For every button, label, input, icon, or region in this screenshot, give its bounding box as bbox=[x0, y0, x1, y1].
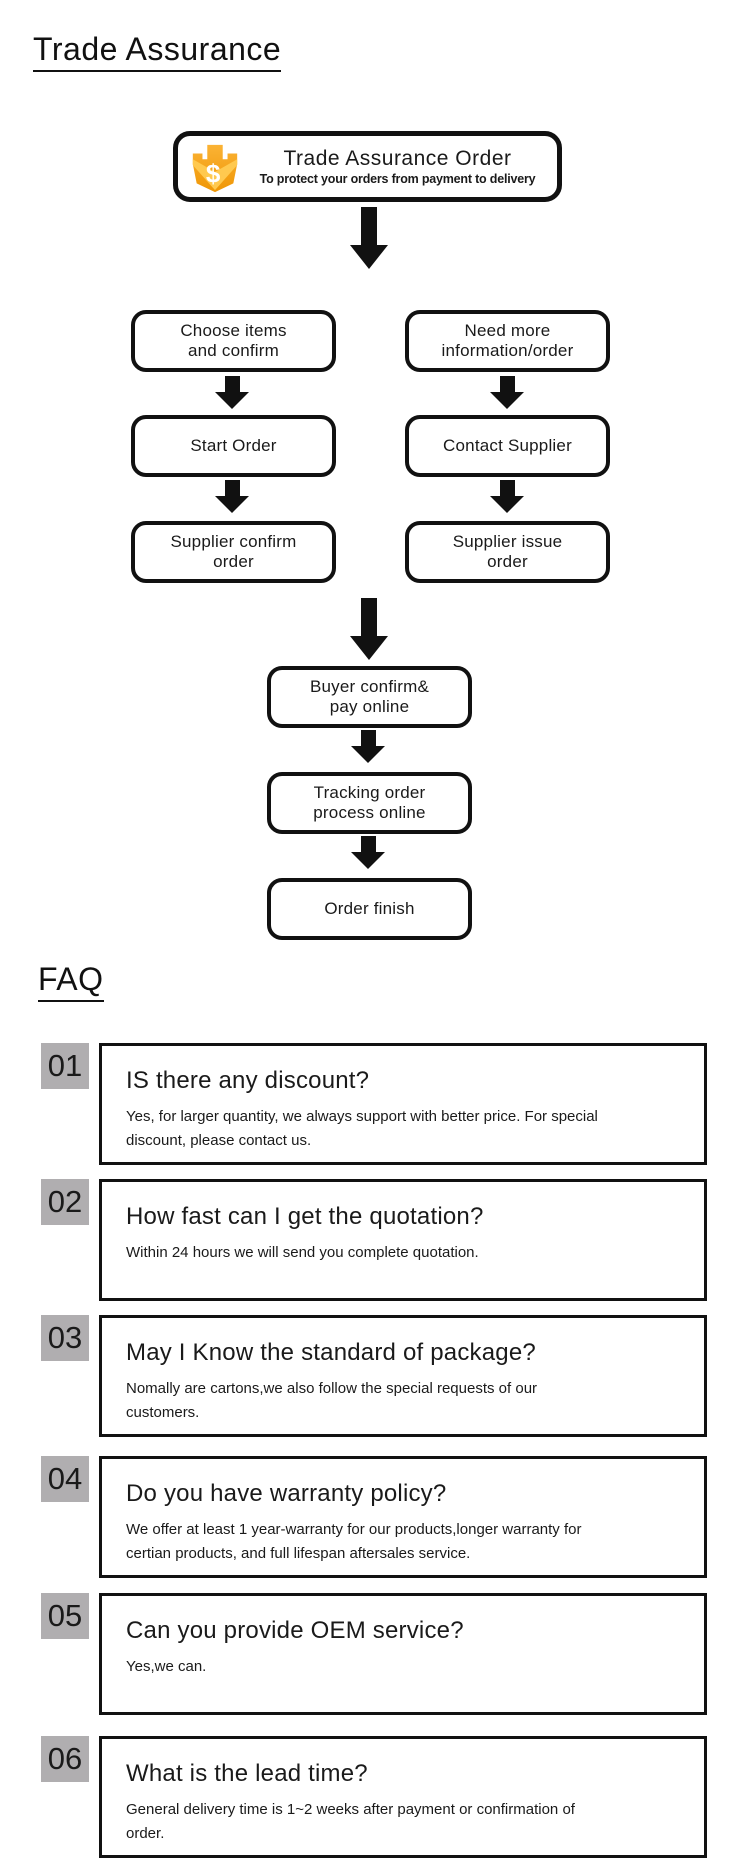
faq-number-badge: 02 bbox=[41, 1179, 89, 1225]
faq-question: Can you provide OEM service? bbox=[126, 1617, 464, 1644]
arrow-down-icon bbox=[351, 836, 385, 869]
arrow-down-icon bbox=[351, 730, 385, 763]
arrow-down-icon bbox=[490, 376, 524, 409]
flow-box-start-order: Start Order bbox=[131, 415, 336, 477]
flow-box-order-finish: Order finish bbox=[267, 878, 472, 940]
flow-box-supplier-issue-order: Supplier issue order bbox=[405, 521, 610, 583]
faq-card: How fast can I get the quotation? Within… bbox=[99, 1179, 707, 1301]
faq-number-badge: 03 bbox=[41, 1315, 89, 1361]
faq-card: Can you provide OEM service? Yes,we can. bbox=[99, 1593, 707, 1715]
arrow-down-icon bbox=[490, 480, 524, 513]
trade-assurance-title: Trade Assurance bbox=[33, 32, 282, 72]
faq-question: How fast can I get the quotation? bbox=[126, 1203, 484, 1230]
faq-number-badge: 06 bbox=[41, 1736, 89, 1782]
flow-box-supplier-confirm-order: Supplier confirm order bbox=[131, 521, 336, 583]
faq-number-badge: 01 bbox=[41, 1043, 89, 1089]
faq-question: Do you have warranty policy? bbox=[126, 1480, 447, 1507]
faq-number-badge: 04 bbox=[41, 1456, 89, 1502]
faq-answer: General delivery time is 1~2 weeks after… bbox=[126, 1800, 575, 1842]
faq-answer: Within 24 hours we will send you complet… bbox=[126, 1243, 479, 1261]
faq-card: May I Know the standard of package? Noma… bbox=[99, 1315, 707, 1437]
faq-answer: Yes,we can. bbox=[126, 1657, 207, 1675]
faq-question: IS there any discount? bbox=[126, 1067, 370, 1094]
faq-question: May I Know the standard of package? bbox=[126, 1339, 536, 1366]
flow-box-buyer-confirm-pay-online: Buyer confirm& pay online bbox=[267, 666, 472, 728]
arrow-down-icon bbox=[350, 207, 388, 269]
faq-question: What is the lead time? bbox=[126, 1760, 368, 1787]
arrow-down-icon bbox=[215, 480, 249, 513]
svg-text:$: $ bbox=[206, 158, 221, 188]
badge-title: Trade Assurance Order bbox=[283, 146, 512, 170]
faq-answer: Nomally are cartons,we also follow the s… bbox=[126, 1379, 538, 1421]
arrow-down-icon bbox=[215, 376, 249, 409]
faq-answer: We offer at least 1 year-warranty for ou… bbox=[126, 1520, 582, 1562]
flow-box-tracking-order-process: Tracking order process online bbox=[267, 772, 472, 834]
faq-number-badge: 05 bbox=[41, 1593, 89, 1639]
faq-card: Do you have warranty policy? We offer at… bbox=[99, 1456, 707, 1578]
faq-answer: Yes, for larger quantity, we always supp… bbox=[126, 1107, 598, 1149]
faq-title: FAQ bbox=[38, 962, 104, 1002]
faq-card: IS there any discount? Yes, for larger q… bbox=[99, 1043, 707, 1165]
badge-subtitle: To protect your orders from payment to d… bbox=[259, 172, 536, 187]
flow-box-choose-items: Choose items and confirm bbox=[131, 310, 336, 372]
faq-card: What is the lead time? General delivery … bbox=[99, 1736, 707, 1858]
trade-assurance-shield-icon: $ bbox=[186, 140, 244, 194]
flow-box-contact-supplier: Contact Supplier bbox=[405, 415, 610, 477]
flow-box-need-more-information: Need more information/order bbox=[405, 310, 610, 372]
trade-assurance-badge: $ Trade Assurance Order To protect your … bbox=[173, 131, 562, 202]
arrow-down-icon bbox=[350, 598, 388, 660]
